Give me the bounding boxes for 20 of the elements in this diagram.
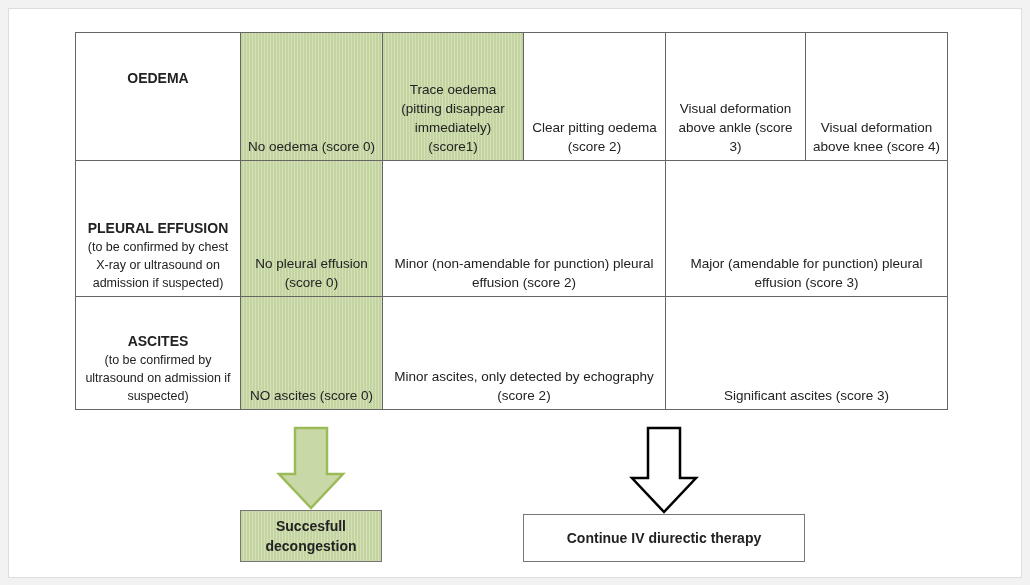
score-text: Major (amendable for punction) pleural effusion (score 3) — [689, 255, 924, 292]
score-text: Visual deformation above ankle (score 3) — [677, 100, 794, 156]
score-text: NO ascites (score 0) — [250, 387, 373, 405]
score-text: Minor ascites, only detected by echography (score 2) — [393, 368, 655, 405]
score-text: Visual deformation above knee (score 4) — [812, 119, 941, 156]
score-text: Significant ascites (score 3) — [723, 387, 890, 405]
score-text: Trace oedema (pitting disappear immediately) (score1) — [400, 81, 506, 156]
outcome-box: Continue IV diurectic therapy — [523, 514, 805, 562]
block-arrow — [629, 426, 699, 514]
row-heading: PLEURAL EFFUSION — [87, 219, 229, 238]
row-heading: ASCITES — [127, 332, 189, 351]
score-text: Clear pitting oedema (score 2) — [531, 119, 658, 156]
row-heading: OEDEMA — [127, 69, 189, 88]
score-text: No oedema (score 0) — [248, 138, 375, 156]
block-arrow — [276, 426, 346, 510]
note-text: (to be confirmed by chest X-ray or ultrasound on admission if suspected) — [86, 239, 230, 292]
note-text: (to be confirmed by ultrasound on admission if suspected) — [84, 352, 232, 405]
outcome-box: Succesfull decongestion — [240, 510, 382, 562]
score-text: No pleural effusion (score 0) — [254, 255, 369, 292]
score-text: Minor (non-amendable for punction) pleural effusion (score 2) — [393, 255, 655, 292]
